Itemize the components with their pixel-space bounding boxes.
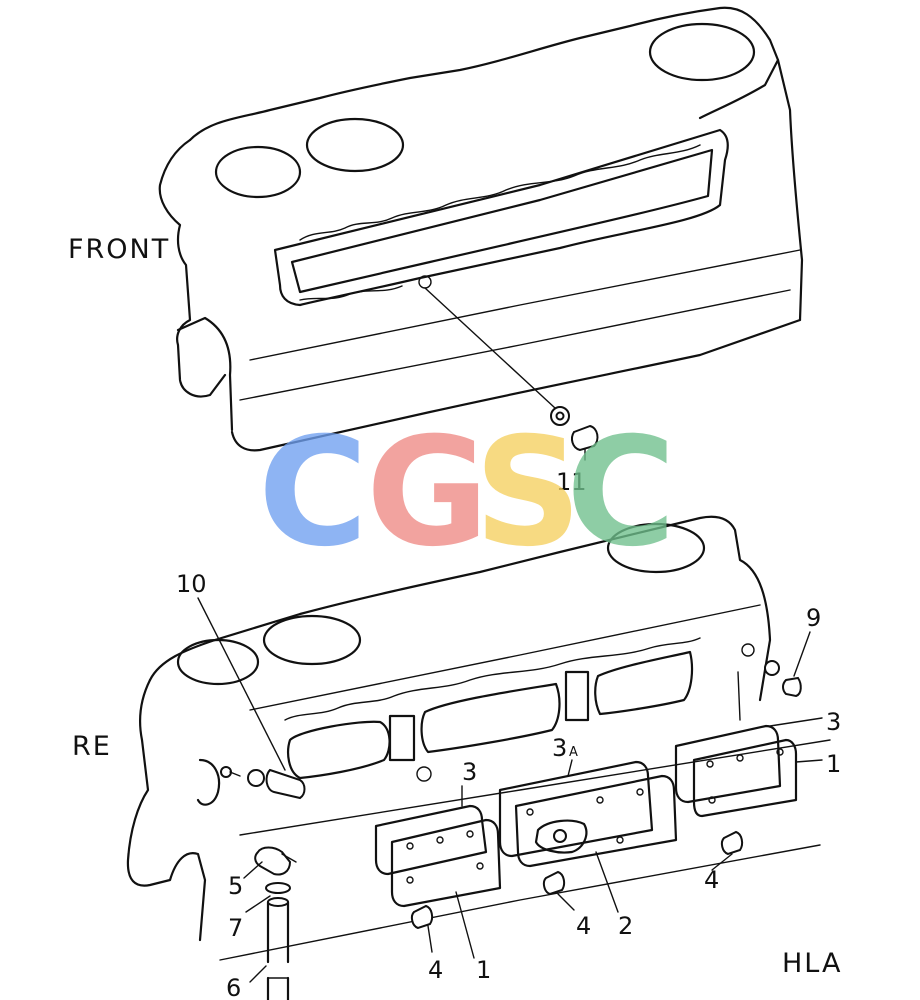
part-4-bolts	[410, 830, 744, 930]
label-part-5: 5	[228, 872, 243, 900]
watermark-letter-2: G	[366, 406, 489, 580]
label-part-1-left: 1	[476, 956, 491, 984]
lower-engine-block	[126, 515, 831, 961]
label-part-3A-suffix: A	[569, 745, 578, 760]
part-9-plug	[764, 631, 811, 698]
watermark-letter-3: S	[474, 406, 582, 580]
gasket-3A	[498, 760, 654, 858]
part-11-plug	[571, 424, 599, 452]
part-5-7-6-stack	[254, 846, 297, 1000]
label-part-4-right: 4	[704, 866, 719, 894]
leader-lines	[243, 717, 823, 983]
cover-assembly-middle	[498, 760, 678, 868]
label-part-1-right: 1	[826, 750, 841, 778]
cover-2-flange	[534, 819, 588, 854]
upper-engine-block	[158, 6, 804, 461]
label-part-11: 11	[556, 468, 587, 496]
front-label: FRONT	[68, 234, 170, 265]
label-part-3-right: 3	[826, 708, 841, 736]
cover-1-right	[692, 738, 798, 818]
label-part-9: 9	[806, 604, 821, 632]
label-part-4-middle: 4	[576, 912, 591, 940]
cover-1-left	[390, 818, 502, 908]
rear-label: RE	[72, 731, 112, 762]
watermark-logo: C G S C	[258, 406, 676, 580]
label-part-2: 2	[618, 912, 633, 940]
cover-2	[514, 774, 678, 868]
label-part-6: 6	[226, 974, 241, 1000]
label-part-7: 7	[228, 914, 243, 942]
label-part-3A: 3	[552, 734, 567, 762]
label-part-4-left: 4	[428, 956, 443, 984]
part-10-drain-fitting	[197, 597, 306, 800]
cover-assembly-right	[674, 724, 798, 818]
gasket-3-right	[674, 724, 782, 804]
label-part-10: 10	[176, 570, 207, 598]
cover-assembly-left	[374, 804, 502, 908]
watermark-letter-1: C	[258, 406, 368, 580]
diagram-code: HLA	[782, 948, 842, 979]
label-part-3-left: 3	[462, 758, 477, 786]
watermark-letter-4: C	[566, 406, 676, 580]
gasket-3-left	[374, 804, 488, 876]
